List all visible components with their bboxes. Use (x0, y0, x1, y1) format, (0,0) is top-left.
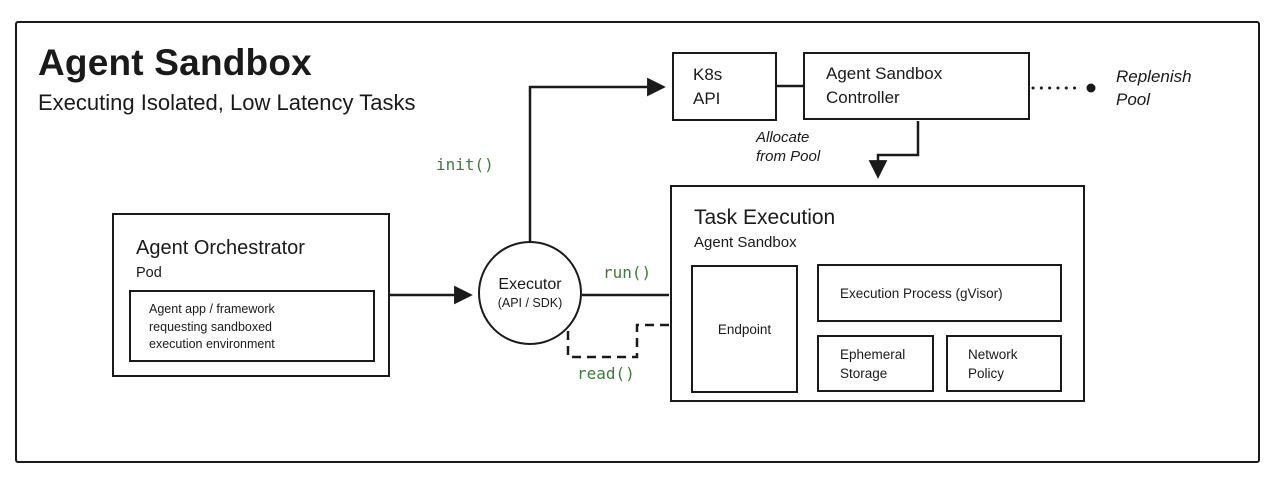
read-edge-label: read() (577, 364, 635, 383)
allocate-note-line2: from Pool (756, 148, 821, 165)
task-execution-node: Task Execution Agent Sandbox Endpoint Ex… (670, 185, 1085, 402)
run-edge-label: run() (603, 263, 652, 282)
orchestrator-inner-line1: Agent app / framework (149, 302, 275, 316)
controller-label-line2: Controller (826, 88, 900, 107)
replenish-note-line2: Pool (1116, 90, 1151, 109)
init-edge-label: init() (436, 155, 494, 174)
k8s-api-label-line2: API (693, 88, 721, 108)
ephemeral-storage-line1: Ephemeral (840, 346, 906, 362)
task-execution-subtitle: Agent Sandbox (694, 234, 797, 251)
network-policy-line1: Network (968, 346, 1018, 362)
task-execution-title: Task Execution (694, 206, 836, 229)
execution-process-label: Execution Process (gVisor) (840, 285, 1003, 301)
orchestrator-inner-node: Agent app / framework requesting sandbox… (129, 290, 375, 362)
network-policy-node: Network Policy (946, 335, 1062, 392)
endpoint-label: Endpoint (717, 321, 772, 337)
orchestrator-inner-line3: execution environment (149, 337, 275, 351)
orchestrator-inner-line2: requesting sandboxed (149, 319, 273, 334)
ephemeral-storage-node: Ephemeral Storage (817, 335, 934, 392)
k8s-api-node: K8s API (672, 52, 777, 121)
replenish-note-line1: Replenish (1116, 67, 1192, 86)
orchestrator-subtitle: Pod (136, 265, 162, 281)
orchestrator-title: Agent Orchestrator (136, 237, 305, 259)
ephemeral-storage-line2: Storage (840, 365, 888, 381)
controller-node: Agent Sandbox Controller (803, 52, 1030, 120)
controller-label-line1: Agent Sandbox (826, 64, 943, 83)
executor-subtitle: (API / SDK) (497, 296, 563, 310)
executor-title: Executor (498, 276, 562, 293)
page-title: Agent Sandbox (38, 42, 312, 83)
network-policy-line2: Policy (968, 365, 1005, 381)
executor-node: Executor (API / SDK) (478, 241, 582, 345)
orchestrator-node: Agent Orchestrator Pod Agent app / frame… (112, 213, 390, 377)
k8s-api-label-line1: K8s (693, 64, 723, 84)
allocate-note-line1: Allocate (756, 129, 810, 146)
execution-process-node: Execution Process (gVisor) (817, 264, 1062, 322)
replenish-pool-note: Replenish Pool (1116, 65, 1192, 111)
allocate-from-pool-note: Allocate from Pool (756, 128, 820, 166)
page-subtitle: Executing Isolated, Low Latency Tasks (38, 90, 416, 115)
endpoint-node: Endpoint (691, 265, 798, 393)
